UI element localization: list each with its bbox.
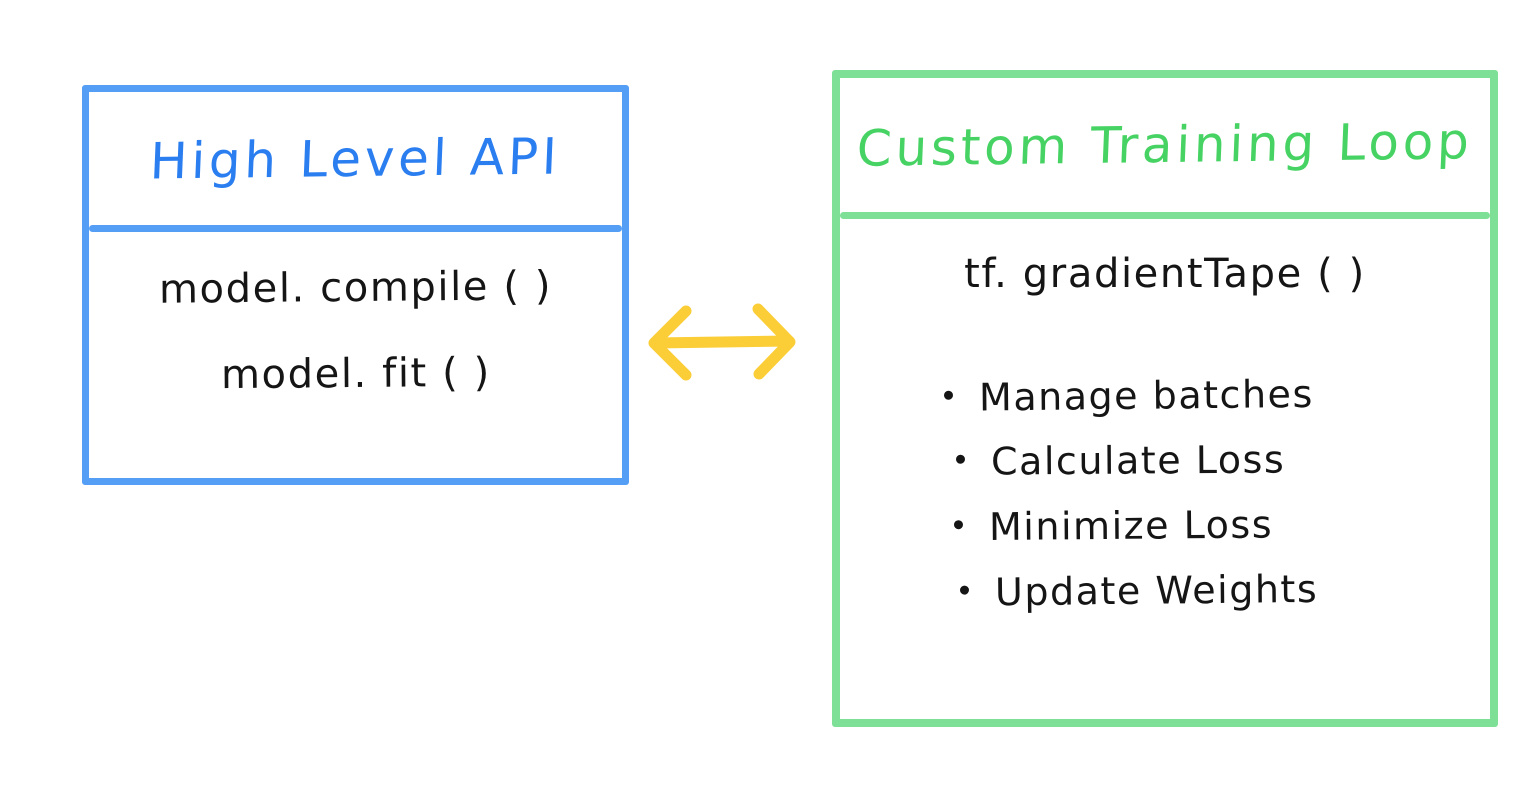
panel-custom-loop-title: Custom Training Loop — [855, 112, 1475, 178]
list-item: model. fit ( ) — [220, 349, 491, 399]
list-item-label: Minimize Loss — [988, 502, 1274, 549]
list-item: model. compile ( ) — [158, 263, 553, 313]
list-item: Manage batches — [943, 371, 1480, 420]
panel-high-level-body: model. compile ( ) model. fit ( ) — [89, 232, 622, 478]
list-item: Minimize Loss — [953, 502, 1490, 549]
panel-custom-loop-body: tf. gradientTape ( ) Manage batches Calc… — [840, 220, 1490, 719]
panel-custom-loop-header: Custom Training Loop — [840, 78, 1490, 212]
list-item: Update Weights — [959, 566, 1496, 615]
panel-high-level-title: High Level API — [149, 126, 562, 191]
list-item-label: Calculate Loss — [990, 437, 1286, 484]
list-item-label: Update Weights — [994, 566, 1319, 615]
bullet-dot-icon — [953, 519, 964, 529]
bidirectional-arrow-icon — [646, 300, 798, 384]
custom-loop-api-call: tf. gradientTape ( ) — [964, 251, 1366, 297]
panel-high-level-api: High Level API model. compile ( ) model.… — [82, 85, 629, 485]
panel-custom-loop-divider — [840, 212, 1490, 219]
panel-high-level-divider — [89, 225, 622, 232]
bullet-dot-icon — [959, 585, 970, 595]
bullet-dot-icon — [955, 454, 966, 464]
bidirectional-arrow-svg — [648, 303, 796, 381]
list-item-label: Manage batches — [978, 371, 1314, 420]
bullet-dot-icon — [943, 390, 954, 400]
list-item: Calculate Loss — [955, 437, 1492, 484]
custom-loop-bullet-list: Manage batches Calculate Loss Minimize L… — [943, 371, 1480, 614]
panel-custom-training-loop: Custom Training Loop tf. gradientTape ( … — [832, 70, 1498, 727]
custom-loop-api-call-row: tf. gradientTape ( ) — [840, 251, 1490, 297]
panel-high-level-header: High Level API — [89, 92, 622, 225]
high-level-api-call-list: model. compile ( ) model. fit ( ) — [89, 263, 622, 399]
